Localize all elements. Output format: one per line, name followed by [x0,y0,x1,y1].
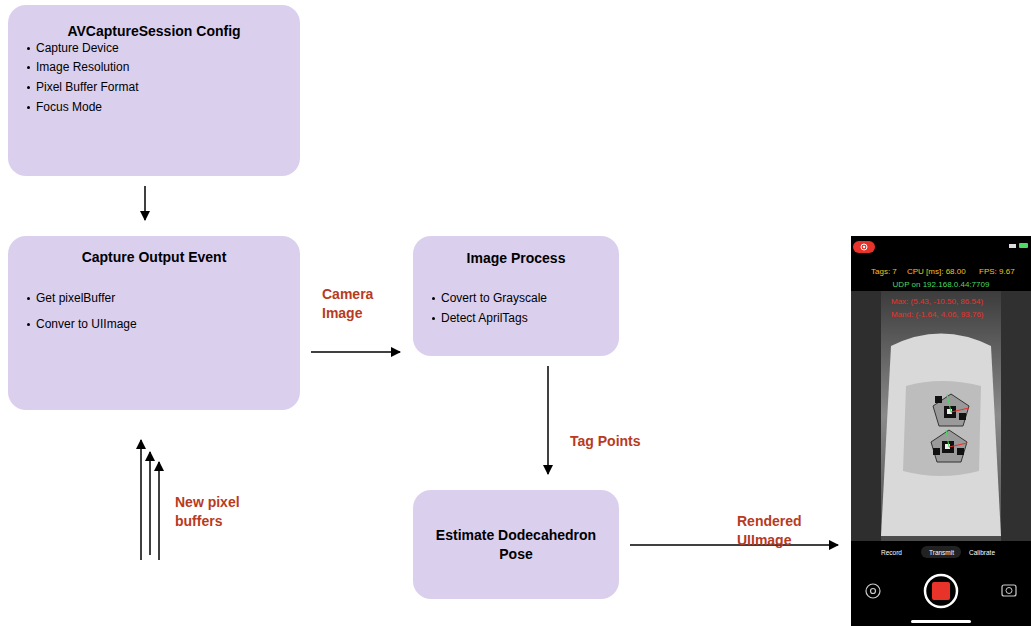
box-text: Max: (5.43, -10.50, 86.54) [891,297,983,307]
buffer-arrow [140,440,142,560]
buffer-arrow [158,462,160,560]
phone-illustration [851,236,1031,626]
box-text: FPS: 9.67 [979,267,1015,277]
box-text: Mand: (-1.64, 4.06, 93.76) [891,310,984,320]
process-box: Image ProcessCovert to GrayscaleDetect A… [413,236,619,356]
box-text: UDP on 192.168.0.44:7709 [851,280,1031,290]
box-text: Get pixelBuffer [36,291,115,306]
box-text: Focus Mode [36,100,102,115]
box-text: Tags: 7 [871,267,897,277]
process-box: AVCaptureSession ConfigCapture DeviceIma… [8,5,300,176]
flow-arrow [144,186,146,220]
flow-arrow [630,544,838,546]
box-text: CPU [ms]: 68.00 [907,267,966,277]
box-text: Covert to Grayscale [441,291,547,306]
process-box: Capture Output EventGet pixelBufferConve… [8,236,300,410]
box-heading: Image Process [413,250,619,266]
box-text: Capture Device [36,41,119,56]
box-heading: Estimate Dodecahedron Pose [431,526,601,564]
box-text: Image Resolution [36,60,129,75]
phone-screenshot: Tags: 7 CPU [ms]: 68.00 FPS: 9.67UDP on 19… [851,236,1031,626]
box-text: Record [881,549,902,557]
edge-label: Camera Image [322,285,394,323]
box-text: Detect AprilTags [441,311,528,326]
box-text: Calibrate [969,549,995,557]
box-text: Conver to UIImage [36,317,137,332]
box-heading: Capture Output Event [8,249,300,265]
box-text: Pixel Buffer Format [36,80,138,95]
process-box: Estimate Dodecahedron Pose [413,490,619,599]
buffer-arrow [149,452,151,555]
box-heading: AVCaptureSession Config [8,23,300,39]
edge-label: Tag Points [570,432,670,451]
edge-label: Rendered UIImage [737,512,827,550]
box-text: Transmit [929,549,954,557]
flow-arrow [311,351,400,353]
flow-arrow [547,366,549,474]
annotation-label: New pixel buffers [175,493,255,531]
